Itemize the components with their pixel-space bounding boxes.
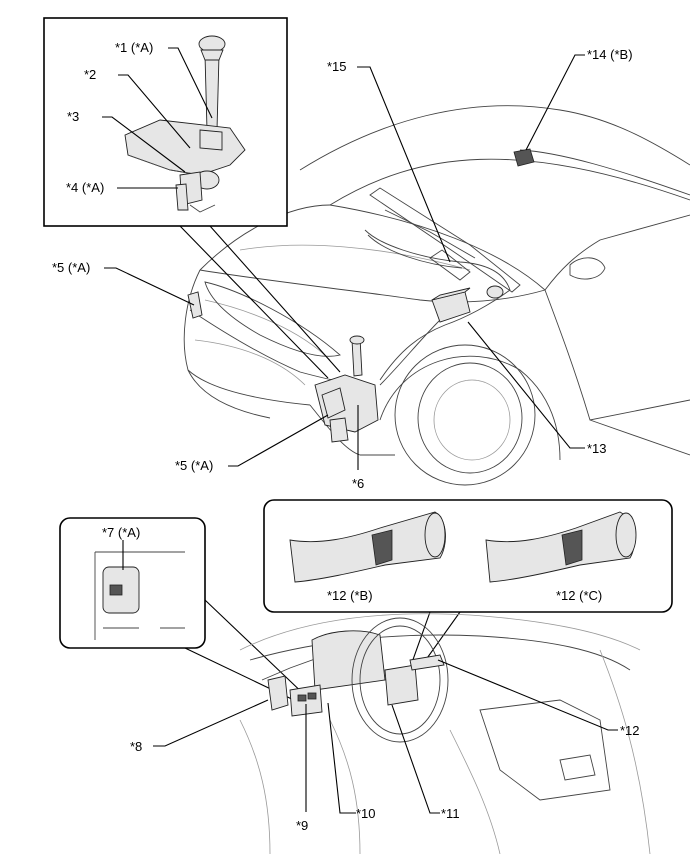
label-13: *13 bbox=[587, 441, 607, 456]
vehicle-front-illustration bbox=[183, 105, 690, 486]
label-9: *9 bbox=[296, 818, 308, 833]
label-1: *1 (*A) bbox=[115, 40, 153, 55]
label-14: *14 (*B) bbox=[587, 47, 633, 62]
label-15: *15 bbox=[327, 59, 347, 74]
leader-lines bbox=[102, 47, 618, 814]
label-4: *4 (*A) bbox=[66, 180, 104, 195]
stalk-switch-inset bbox=[263, 499, 673, 613]
label-10: *10 bbox=[356, 806, 376, 821]
label-5-upper: *5 (*A) bbox=[52, 260, 90, 275]
interior-illustration bbox=[239, 613, 651, 854]
label-6: *6 bbox=[352, 476, 364, 491]
label-12: *12 bbox=[620, 723, 640, 738]
washer-tank-inset bbox=[43, 17, 288, 227]
label-5-lower: *5 (*A) bbox=[175, 458, 213, 473]
label-12-c: *12 (*C) bbox=[556, 588, 602, 603]
label-11: *11 bbox=[441, 806, 460, 821]
label-2: *2 bbox=[84, 67, 96, 82]
label-3: *3 bbox=[67, 109, 79, 124]
label-12-b: *12 (*B) bbox=[327, 588, 373, 603]
switch-inset bbox=[59, 517, 206, 649]
label-7: *7 (*A) bbox=[102, 525, 140, 540]
label-8: *8 bbox=[130, 739, 142, 754]
callout-labels: *1 (*A) *2 *3 *4 (*A) *5 (*A) *5 (*A) *6… bbox=[52, 40, 640, 833]
